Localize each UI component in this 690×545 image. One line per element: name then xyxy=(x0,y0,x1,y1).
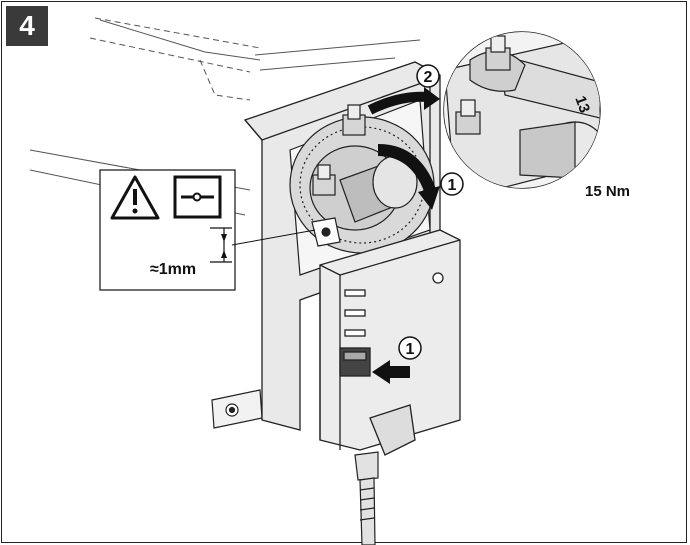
svg-text:1: 1 xyxy=(406,341,415,358)
clamp-bolt xyxy=(312,164,336,196)
svg-text:2: 2 xyxy=(424,69,433,86)
callout-1-dial: 1 xyxy=(440,172,464,196)
torque-detail-inset: 13 xyxy=(443,31,601,189)
press-arrow xyxy=(372,360,410,384)
callout-2: 2 xyxy=(416,64,440,88)
clearance-gap-icon xyxy=(173,175,222,219)
wrench-size-label: 13 xyxy=(571,94,593,115)
clamp-bolt xyxy=(342,104,366,136)
svg-text:1: 1 xyxy=(448,177,457,194)
mounting-bracket xyxy=(211,389,263,429)
clearance-info-box: ≈1mm xyxy=(99,169,236,291)
power-cable xyxy=(354,451,379,545)
actuator-motor-unit xyxy=(319,229,461,456)
leader-line xyxy=(231,229,316,246)
rotation-arrow-2 xyxy=(367,87,440,115)
callout-1-button: 1 xyxy=(398,336,422,360)
warning-triangle-icon xyxy=(110,175,160,220)
rotation-arrow-1 xyxy=(377,144,440,210)
clearance-gap-label: ≈1mm xyxy=(150,261,196,278)
step-number-badge: 4 xyxy=(6,6,48,46)
torque-label: 15 Nm xyxy=(585,183,630,200)
